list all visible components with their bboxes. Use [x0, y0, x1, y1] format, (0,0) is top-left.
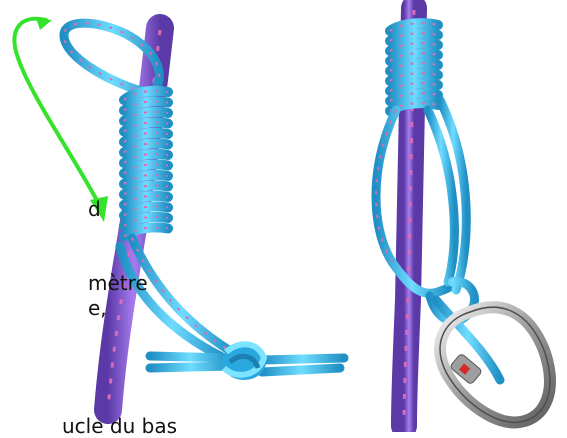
- left-cord-wraps: [124, 91, 168, 237]
- left-bottom-knot: [222, 344, 266, 380]
- right-cord-wraps: [390, 23, 438, 111]
- green-curved-arrow-icon: [14, 18, 108, 222]
